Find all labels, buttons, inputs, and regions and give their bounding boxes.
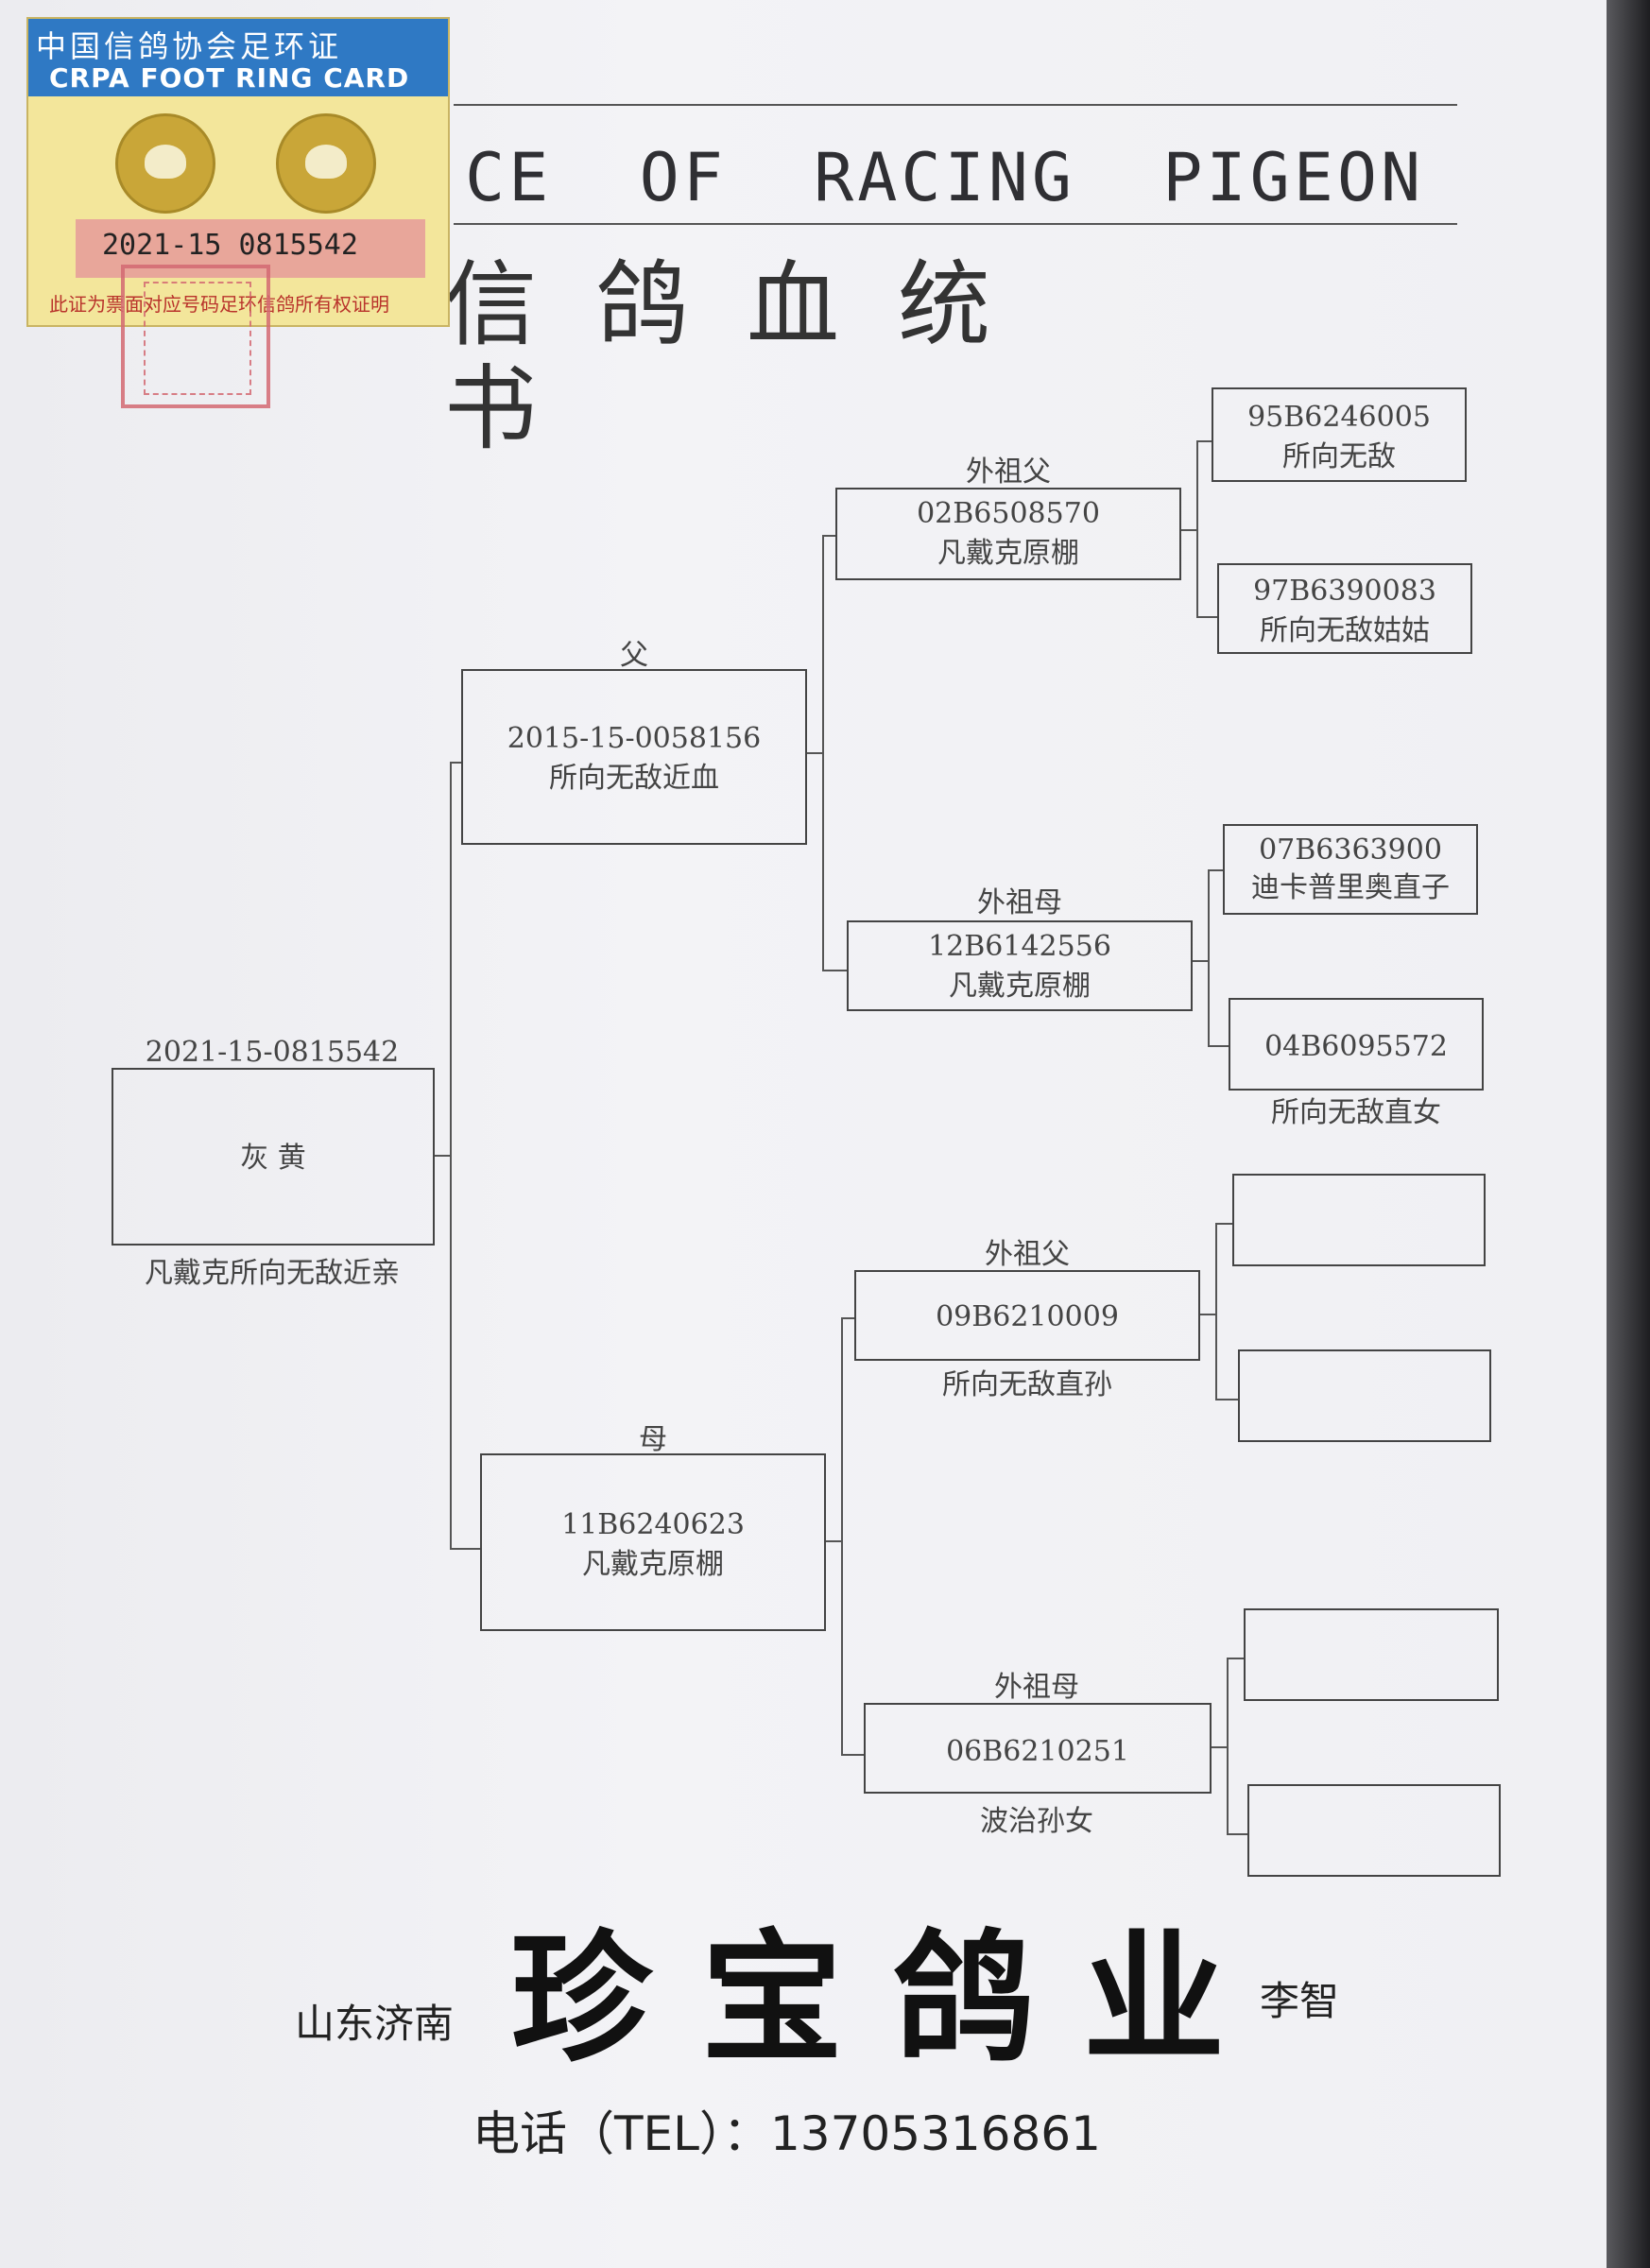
connector — [1227, 1658, 1229, 1835]
bird-note: 凡戴克所向无敌近亲 — [145, 1257, 400, 1290]
connector — [435, 1155, 452, 1157]
connector — [1200, 1314, 1217, 1315]
gen4-box-3 — [1223, 824, 1478, 915]
connector — [822, 535, 824, 971]
dam-dam-box — [864, 1703, 1212, 1794]
gen4-box-6 — [1238, 1349, 1491, 1442]
connector — [450, 762, 463, 764]
dam-sire-box — [854, 1270, 1200, 1361]
connector — [1196, 440, 1198, 618]
sire-sire-ring: 02B6508570 — [917, 497, 1100, 530]
connector — [822, 970, 849, 971]
sire-dam-label: 外祖母 — [977, 886, 1062, 919]
sire-sire-label: 外祖父 — [966, 455, 1051, 489]
gen4-name-1: 所向无敌 — [1282, 440, 1396, 473]
connector — [826, 1540, 843, 1542]
foot-ring-card: 中国信鸽协会足环证 CRPA FOOT RING CARD 2021-15 08… — [26, 17, 450, 327]
binder-edge — [1607, 0, 1650, 2268]
connector — [1212, 1746, 1229, 1748]
gen4-box-8 — [1247, 1784, 1501, 1877]
sire-dam-name: 凡戴克原棚 — [949, 970, 1091, 1003]
connector — [1215, 1223, 1232, 1225]
gen4-ring-4: 04B6095572 — [1264, 1030, 1448, 1063]
connector — [1208, 869, 1225, 871]
connector — [450, 762, 452, 1550]
connector — [1215, 1223, 1217, 1400]
dam-name: 凡戴克原棚 — [582, 1548, 724, 1581]
crpa-logo-icon — [276, 113, 376, 214]
connector — [1181, 529, 1198, 531]
ring-card-footer: 此证为票面对应号码足环信鸽所有权证明 — [49, 293, 389, 316]
title-english: CE OF RACING PIGEON — [465, 139, 1425, 216]
connector — [841, 1317, 856, 1319]
header-rule-bottom — [454, 223, 1457, 225]
connector — [1196, 440, 1213, 442]
connector — [1227, 1833, 1247, 1835]
gen4-name-3: 迪卡普里奥直子 — [1251, 871, 1450, 904]
dam-label: 母 — [639, 1423, 667, 1456]
gen4-ring-3: 07B6363900 — [1259, 833, 1442, 867]
ring-card-header — [28, 19, 448, 96]
dam-box — [480, 1453, 826, 1631]
connector — [807, 752, 824, 754]
connector — [1193, 960, 1210, 962]
ring-card-number: 2021-15 0815542 — [102, 229, 358, 262]
gen4-name-4: 所向无敌直女 — [1271, 1096, 1441, 1129]
bird-box — [112, 1068, 435, 1246]
gen4-name-2: 所向无敌姑姑 — [1260, 614, 1430, 647]
sire-ring: 2015-15-0058156 — [507, 722, 762, 755]
gen4-box-7 — [1244, 1608, 1499, 1701]
connector — [1208, 869, 1210, 1047]
bird-ring: 2021-15-0815542 — [145, 1036, 400, 1069]
ring-card-title-en: CRPA FOOT RING CARD — [49, 62, 410, 94]
title-chinese: 信鸽血统书 — [444, 251, 1050, 463]
connector — [1227, 1658, 1244, 1659]
gen4-box-1 — [1212, 387, 1467, 482]
footer-owner: 李智 — [1260, 1978, 1340, 2024]
sire-box — [461, 669, 807, 845]
gen4-ring-1: 95B6246005 — [1247, 401, 1431, 434]
sire-label: 父 — [620, 639, 648, 672]
ring-card-title-cn: 中国信鸽协会足环证 — [36, 28, 343, 64]
bird-color: 灰 黄 — [240, 1142, 306, 1175]
signature-stamp — [121, 265, 270, 408]
gen4-box-4 — [1229, 998, 1484, 1091]
connector — [1196, 616, 1217, 618]
footer-location: 山东济南 — [295, 2001, 455, 2047]
dam-sire-ring: 09B6210009 — [936, 1300, 1119, 1333]
connector — [1208, 1045, 1229, 1047]
connector — [822, 535, 837, 537]
dam-ring: 11B6240623 — [561, 1508, 745, 1541]
connector — [841, 1754, 866, 1756]
dam-dam-label: 外祖母 — [994, 1671, 1079, 1704]
sire-dam-ring: 12B6142556 — [928, 930, 1111, 963]
gen4-box-2 — [1217, 563, 1472, 654]
dam-dam-name: 波治孙女 — [980, 1805, 1093, 1838]
sire-sire-name: 凡戴克原棚 — [937, 537, 1079, 570]
sire-sire-box — [835, 488, 1181, 580]
dam-sire-label: 外祖父 — [985, 1238, 1070, 1271]
sire-dam-box — [847, 920, 1193, 1011]
connector — [1215, 1399, 1238, 1400]
connector — [841, 1317, 843, 1756]
footer-brand: 珍宝鸽业 — [510, 1916, 1275, 2082]
globe-pigeon-logo-icon — [115, 113, 215, 214]
connector — [450, 1548, 480, 1550]
header-rule-top — [454, 104, 1457, 106]
dam-sire-name: 所向无敌直孙 — [942, 1368, 1112, 1401]
dam-dam-ring: 06B6210251 — [946, 1735, 1129, 1768]
gen4-box-5 — [1232, 1174, 1486, 1266]
footer-phone: 电话（TEL）：13705316861 — [473, 2106, 1101, 2161]
gen4-ring-2: 97B6390083 — [1253, 575, 1436, 608]
sire-name: 所向无敌近血 — [549, 762, 719, 795]
